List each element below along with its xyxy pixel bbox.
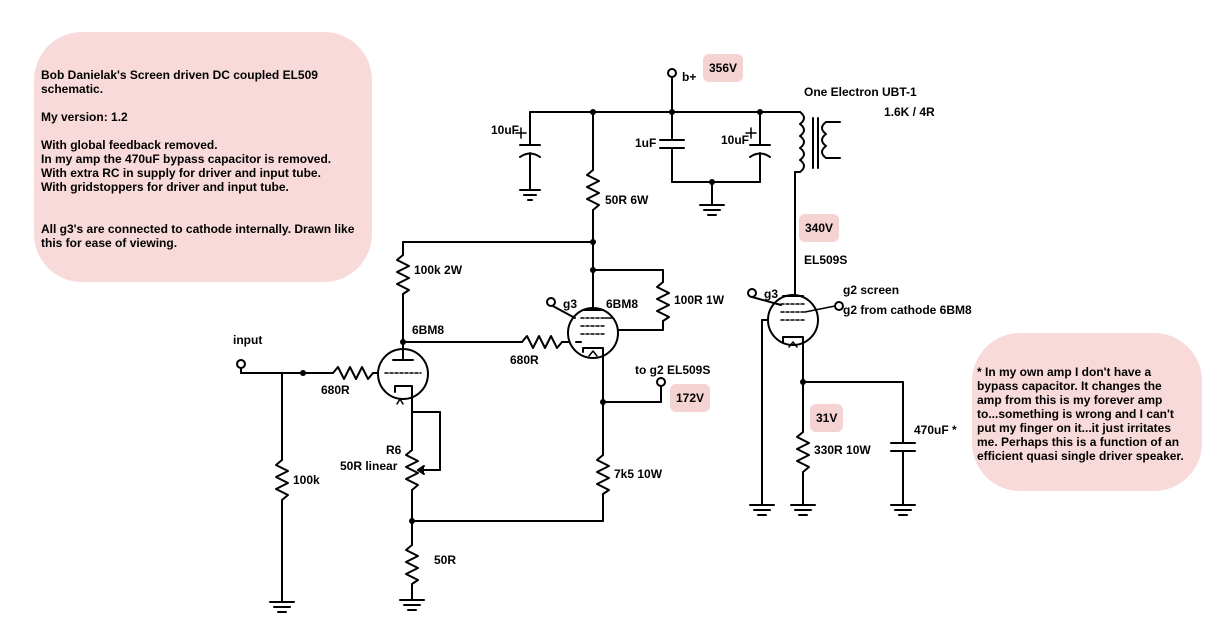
input-jack-wiring [237, 360, 333, 460]
intro-change: With extra RC in supply for driver and i… [41, 166, 321, 180]
output-tube-el509 [768, 294, 843, 347]
resistor-330r-10w [797, 432, 809, 505]
intro-change: In my amp the 470uF bypass capacitor is … [41, 152, 332, 166]
to-g2-label: to g2 EL509S [635, 363, 711, 377]
ground-symbol [891, 505, 915, 515]
el509-cathode-voltage-badge: 31V [810, 404, 844, 432]
r-100k-label: 100k [293, 473, 320, 487]
capacitor-10uf-right [746, 112, 770, 182]
bypass-note-text: * In my own amp I don't have a bypass ca… [977, 365, 1184, 463]
g2-voltage-badge: 172V [670, 384, 711, 412]
intro-changes: With global feedback removed. In my amp … [41, 138, 362, 194]
intro-note: Bob Danielak's Screen driven DC coupled … [34, 32, 372, 282]
resistor-100k [276, 460, 288, 602]
intro-version: My version: 1.2 [41, 110, 128, 124]
capacitor-1uf [660, 112, 684, 182]
r6-value-label: 50R linear [340, 459, 398, 473]
intro-title: Bob Danielak's Screen driven DC coupled … [41, 68, 318, 96]
resistor-7k5-10w [597, 455, 609, 521]
supply-voltage-badge: 356V [703, 54, 744, 82]
g2-screen-label: g2 screen [843, 283, 900, 297]
r-330r-label: 330R 10W [814, 443, 871, 457]
c-10uf-left-label: 10uF [491, 123, 520, 137]
capacitor-10uf-left [516, 112, 540, 190]
resistor-680r-driver [522, 336, 575, 348]
r-100r-1w-label: 100R 1W [674, 293, 725, 307]
ground-symbol [520, 190, 540, 200]
r-680r-input-label: 680R [321, 383, 350, 397]
intro-g3-note: All g3's are connected to cathode intern… [41, 222, 355, 250]
input-tube-label: 6BM8 [412, 323, 445, 337]
ground-symbol [700, 205, 724, 215]
r-100k-2w-label: 100k 2W [414, 263, 463, 277]
capacitor-470uf [891, 382, 915, 505]
ground-symbol [791, 505, 815, 515]
bplus-label: b+ [682, 70, 697, 84]
el509-label: EL509S [804, 253, 848, 267]
resistor-100k-2w [397, 242, 409, 345]
ground-symbol [750, 505, 774, 515]
r6-label: R6 [386, 443, 402, 457]
impedance-label: 1.6K / 4R [884, 105, 935, 119]
input-label: input [233, 333, 263, 347]
c-1uf-label: 1uF [635, 136, 657, 150]
r-680r-driver-label: 680R [510, 353, 539, 367]
transformer-label: One Electron UBT-1 [804, 85, 917, 99]
el509-plate-voltage-badge: 340V [799, 214, 840, 242]
resistor-50r [406, 545, 418, 600]
driver-tube-label: 6BM8 [606, 297, 639, 311]
r-50r-label: 50R [434, 553, 457, 567]
bypass-note: * In my own amp I don't have a bypass ca… [972, 333, 1202, 491]
output-transformer [760, 112, 840, 294]
intro-change: With global feedback removed. [41, 138, 218, 152]
ground-symbol [400, 600, 424, 610]
c-470uf-label: 470uF * [914, 423, 957, 437]
input-tube-6bm8 [378, 345, 428, 404]
g3-output-label: g3 [764, 287, 779, 301]
r-7k5-label: 7k5 10W [614, 467, 663, 481]
driver-tube-6bm8 [568, 308, 618, 358]
potentiometer-r6 [406, 412, 418, 545]
intro-change: With gridstoppers for driver and input t… [41, 180, 289, 194]
supply-rail [530, 69, 800, 115]
r-50r-6w-label: 50R 6W [605, 193, 649, 207]
g2-from-label: g2 from cathode 6BM8 [843, 303, 972, 317]
resistor-50r-6w [587, 112, 599, 242]
ground-symbol [270, 602, 294, 612]
c-10uf-right-label: 10uF [721, 133, 750, 147]
g3-driver-label: g3 [563, 297, 578, 311]
